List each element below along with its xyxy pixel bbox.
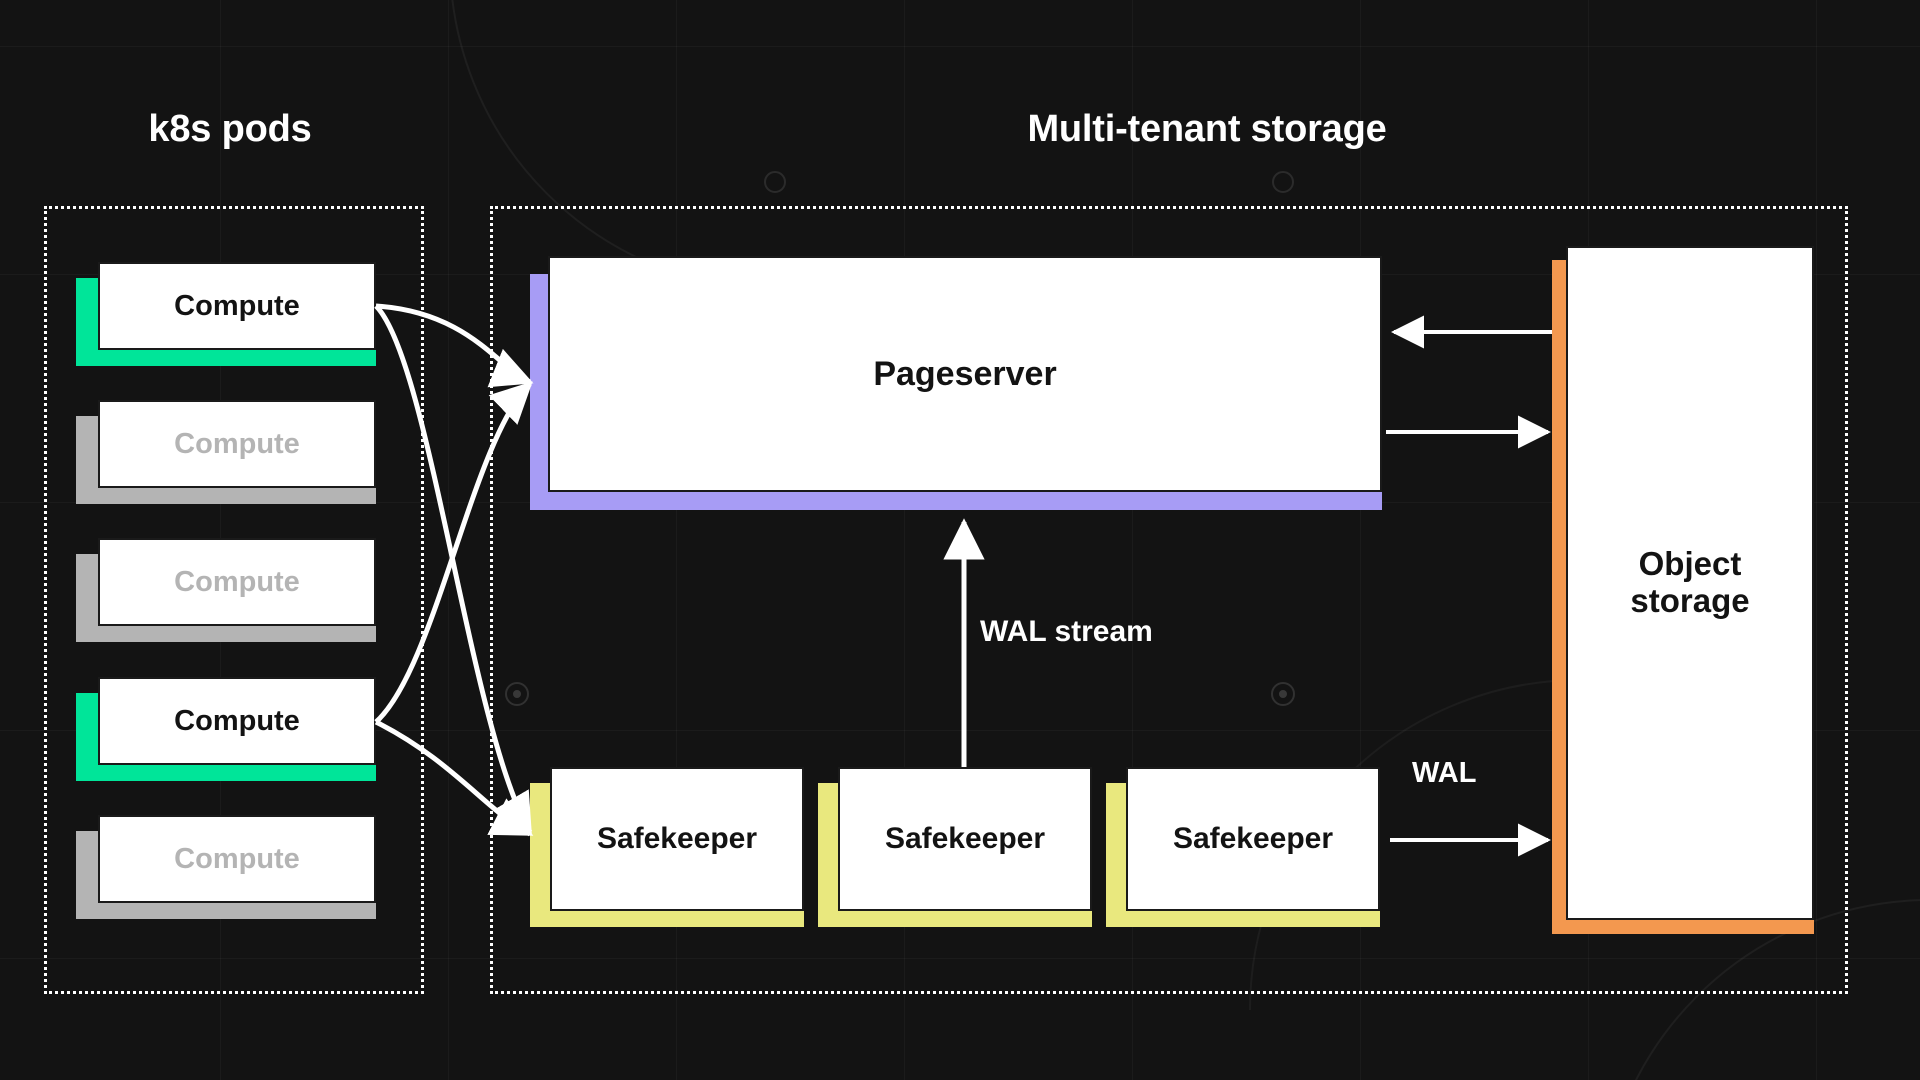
pageserver-label: Pageserver: [548, 256, 1382, 492]
compute-pod-1[interactable]: Compute: [76, 262, 376, 366]
safekeeper-3-label: Safekeeper: [1126, 767, 1380, 911]
object-storage-label: Object storage: [1566, 246, 1814, 920]
compute-pod-5-label: Compute: [98, 815, 376, 903]
safekeeper-2-label: Safekeeper: [838, 767, 1092, 911]
compute-pod-4[interactable]: Compute: [76, 677, 376, 781]
safekeeper-node-3[interactable]: Safekeeper: [1106, 767, 1380, 927]
pageserver-node[interactable]: Pageserver: [530, 256, 1382, 510]
compute-pod-5[interactable]: Compute: [76, 815, 376, 919]
compute-pod-3-label: Compute: [98, 538, 376, 626]
object-storage-label-line2: storage: [1630, 582, 1750, 619]
compute-pod-3[interactable]: Compute: [76, 538, 376, 642]
safekeeper-node-1[interactable]: Safekeeper: [530, 767, 804, 927]
compute-pod-2[interactable]: Compute: [76, 400, 376, 504]
object-storage-node[interactable]: Object storage: [1552, 246, 1814, 934]
safekeeper-node-2[interactable]: Safekeeper: [818, 767, 1092, 927]
edge-label-wal: WAL: [1412, 757, 1477, 789]
object-storage-label-line1: Object: [1638, 545, 1742, 583]
section-title-k8s-pods: k8s pods: [148, 108, 312, 150]
section-title-multi-tenant-storage: Multi-tenant storage: [1027, 108, 1387, 150]
compute-pod-1-label: Compute: [98, 262, 376, 350]
compute-pod-4-label: Compute: [98, 677, 376, 765]
compute-pod-2-label: Compute: [98, 400, 376, 488]
edge-label-wal-stream: WAL stream: [980, 615, 1153, 648]
safekeeper-1-label: Safekeeper: [550, 767, 804, 911]
